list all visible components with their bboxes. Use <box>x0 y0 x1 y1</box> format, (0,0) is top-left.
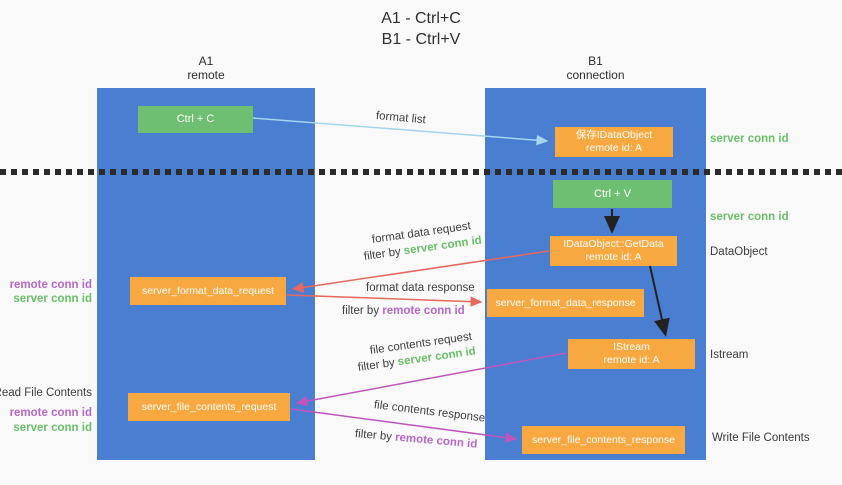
filter-label-format-response: filter by remote conn id <box>342 305 465 317</box>
filter-label-file-response: filter by remote conn id <box>354 428 477 451</box>
filter-by-text: filter by <box>363 245 405 263</box>
read-file-contents-annotation: Read File Contents <box>0 387 92 399</box>
save-idataobject-line1: 保存IDataObject <box>575 129 653 141</box>
server-file-contents-response-box: server_file_contents_response <box>522 426 685 454</box>
remote-conn-id-text: remote conn id <box>394 431 478 451</box>
server-format-data-request-label: server_format_data_request <box>142 284 274 297</box>
server-file-contents-request-label: server_file_contents_request <box>141 400 277 413</box>
ctrl-c-label: Ctrl + C <box>176 113 215 125</box>
remote-conn-id-annotation-left-bottom: remote conn id <box>9 407 92 419</box>
ctrl-c-box: Ctrl + C <box>138 106 253 133</box>
getdata-line2: remote id: A <box>585 251 642 263</box>
column-a1-name: A1 <box>198 54 214 68</box>
column-b1-name: B1 <box>588 54 603 68</box>
ctrl-v-label: Ctrl + V <box>594 187 631 200</box>
remote-conn-id-annotation-left-top: remote conn id <box>9 279 92 291</box>
istream-annotation: Istream <box>710 349 749 361</box>
title-line-1: A1 - Ctrl+C <box>381 10 461 27</box>
ctrl-v-box: Ctrl + V <box>553 180 672 208</box>
filter-by-text: filter by <box>342 305 383 317</box>
file-contents-response-label: file contents response <box>373 399 486 425</box>
save-idataobject-line2: remote id: A <box>585 142 643 154</box>
machine-boundary-dashed-line <box>0 169 842 175</box>
column-header-a1: A1 remote <box>97 54 315 82</box>
server-file-contents-request-box: server_file_contents_request <box>128 393 290 421</box>
arrow-format-data-response <box>286 294 483 307</box>
column-header-b1: B1 connection <box>485 54 706 82</box>
server-conn-id-annotation-left-top: server conn id <box>13 293 92 305</box>
column-a1-subtitle: remote <box>187 68 225 82</box>
title-line-2: B1 - Ctrl+V <box>381 31 461 48</box>
getdata-line1: IDataObject::GetData <box>563 238 664 250</box>
server-file-contents-response-label: server_file_contents_response <box>531 433 675 446</box>
server-format-data-response-label: server_format_data_response <box>495 296 636 309</box>
server-conn-id-annotation-top: server conn id <box>710 133 789 145</box>
istream-line2: remote id: A <box>603 354 660 366</box>
server-format-data-response-box: server_format_data_response <box>487 289 644 317</box>
write-file-contents-annotation: Write File Contents <box>712 432 810 444</box>
dataobject-annotation: DataObject <box>710 246 768 258</box>
filter-by-text: filter by <box>354 428 396 444</box>
diagram-title: A1 - Ctrl+C B1 - Ctrl+V <box>0 8 842 50</box>
remote-conn-id-text: remote conn id <box>382 305 465 317</box>
filter-by-text: filter by <box>357 356 399 374</box>
server-conn-id-annotation-mid: server conn id <box>710 211 789 223</box>
save-idataobject-box: 保存IDataObject remote id: A <box>555 127 673 157</box>
istream-box: IStream remote id: A <box>568 339 695 369</box>
format-list-label: format list <box>375 110 427 127</box>
format-data-response-label: format data response <box>366 282 475 294</box>
idataobject-getdata-box: IDataObject::GetData remote id: A <box>550 236 677 266</box>
column-b1-subtitle: connection <box>566 68 625 82</box>
server-format-data-request-box: server_format_data_request <box>130 277 286 305</box>
istream-line1: IStream <box>613 341 650 353</box>
server-conn-id-annotation-left-bottom: server conn id <box>13 422 92 434</box>
